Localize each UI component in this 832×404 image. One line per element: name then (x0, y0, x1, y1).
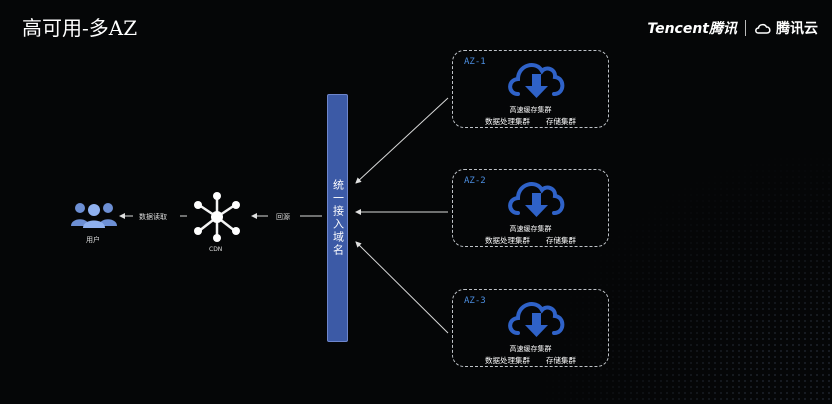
cache-cluster-label: 高速缓存集群 (509, 345, 552, 353)
cdn-label: CDN (209, 246, 223, 253)
users-label: 用户 (86, 236, 100, 244)
background-dot-pattern (532, 144, 832, 404)
cdn-hub-icon (194, 192, 240, 242)
az-name: AZ-2 (464, 176, 486, 186)
tencent-cloud-text: 腾讯云 (776, 21, 818, 37)
az-cluster-row: 数据处理集群 存储集群 (453, 355, 608, 366)
data-cluster-label: 数据处理集群 (485, 117, 530, 126)
cloud-logo-icon (755, 23, 771, 34)
brand-logos: Tencent腾讯 腾讯云 (647, 18, 818, 38)
slide-title: 高可用-多AZ (22, 16, 138, 40)
tencent-en-text: Tencent (647, 21, 709, 37)
az-box-2: AZ-2 高速缓存集群 数据处理集群 存储集群 (452, 169, 609, 247)
unified-domain-bar: 统一接入域名 (327, 94, 348, 342)
tencent-cloud-logo: 腾讯云 (754, 18, 818, 38)
origin-fetch-label: 回源 (276, 213, 290, 221)
data-cluster-label: 数据处理集群 (485, 236, 530, 245)
cloud-download-icon (508, 182, 565, 217)
tencent-cn-text: 腾讯 (709, 21, 737, 37)
az-box-1: AZ-1 高速缓存集群 数据处理集群 存储集群 (452, 50, 609, 128)
cloud-download-icon (508, 302, 565, 337)
storage-cluster-label: 存储集群 (546, 236, 576, 245)
data-read-label: 数据读取 (139, 213, 167, 221)
brand-divider (745, 20, 746, 36)
az-name: AZ-1 (464, 57, 486, 67)
unified-domain-label: 统一接入域名 (331, 179, 345, 257)
arrow-az1-to-domain (355, 97, 449, 184)
storage-cluster-label: 存储集群 (546, 356, 576, 365)
az-name: AZ-3 (464, 296, 486, 306)
data-cluster-label: 数据处理集群 (485, 356, 530, 365)
cache-cluster-label: 高速缓存集群 (509, 225, 552, 233)
az-box-3: AZ-3 高速缓存集群 数据处理集群 存储集群 (452, 289, 609, 367)
az-cluster-row: 数据处理集群 存储集群 (453, 116, 608, 127)
cloud-download-icon (508, 63, 565, 98)
cache-cluster-label: 高速缓存集群 (509, 106, 552, 114)
az-cluster-row: 数据处理集群 存储集群 (453, 235, 608, 246)
storage-cluster-label: 存储集群 (546, 117, 576, 126)
users-icon (71, 203, 117, 228)
tencent-logo: Tencent腾讯 (647, 18, 737, 38)
arrow-az3-to-domain (355, 241, 449, 334)
